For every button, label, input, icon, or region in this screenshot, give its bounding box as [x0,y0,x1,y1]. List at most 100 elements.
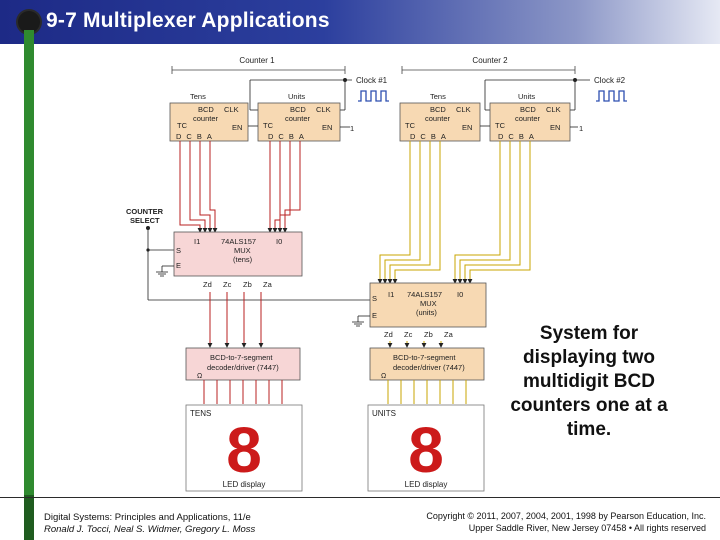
svg-text:TENS: TENS [190,409,211,418]
svg-text:BCD: BCD [430,105,446,114]
clock2-label: Clock #2 [594,76,626,85]
svg-text:Zd: Zd [203,280,212,289]
svg-text:CLK: CLK [224,105,239,114]
en-high-1: 1 [350,124,354,133]
svg-text:EN: EN [322,123,332,132]
decoder-tens: BCD-to-7-segment decoder/driver (7447) Ω [185,347,301,381]
mux-tens: I1 74ALS157 I0 MUX (tens) S E [173,231,303,277]
svg-text:MUX: MUX [420,299,437,308]
svg-text:(tens): (tens) [233,255,253,264]
svg-text:74ALS157: 74ALS157 [221,237,256,246]
svg-text:DCBA: DCBA [410,132,451,141]
svg-text:Ω: Ω [381,373,386,380]
footer-copyright: Copyright © 2011, 2007, 2004, 2001, 1998… [426,510,706,534]
svg-text:I1: I1 [388,290,394,299]
svg-text:Units: Units [518,92,535,101]
decoder-units-segment-lines [387,380,467,404]
counter-select-label-2: SELECT [130,216,160,225]
svg-text:BCD: BCD [520,105,536,114]
tc-en-cascade [248,125,578,128]
clock1-wire [249,79,352,111]
svg-text:DCBA: DCBA [176,132,217,141]
svg-text:8: 8 [408,414,444,486]
svg-text:Ω: Ω [197,373,202,380]
mux-units-output-bus [387,341,444,348]
footer-divider [0,497,720,498]
clock2-waveform [596,90,627,102]
svg-text:CLK: CLK [456,105,471,114]
svg-text:counter: counter [425,114,451,123]
svg-text:Zc: Zc [404,330,413,339]
svg-text:BCD: BCD [198,105,214,114]
svg-text:DCBA: DCBA [268,132,309,141]
svg-text:TC: TC [405,121,416,130]
counter-tens-1: Tens BCD counter CLK TC EN DCBA [169,92,249,142]
counter2-bracket [401,66,576,74]
footer-citation: Digital Systems: Principles and Applicat… [44,512,255,536]
counter-select-label-1: COUNTER [126,207,164,216]
counter-tens-2: Tens BCD counter CLK TC EN DCBA [399,92,481,142]
svg-text:LED display: LED display [223,480,266,489]
svg-text:decoder/driver (7447): decoder/driver (7447) [207,363,279,372]
svg-text:DCBA: DCBA [498,132,539,141]
svg-text:LED display: LED display [405,480,448,489]
svg-text:Zc: Zc [223,280,232,289]
decoder-units: BCD-to-7-segment decoder/driver (7447) Ω [369,347,485,381]
svg-text:MUX: MUX [234,246,251,255]
svg-text:TC: TC [177,121,188,130]
svg-text:CLK: CLK [316,105,331,114]
svg-text:Zb: Zb [424,330,433,339]
footer-copyright-line: Copyright © 2011, 2007, 2004, 2001, 1998… [426,511,706,521]
svg-text:counter: counter [193,114,219,123]
svg-text:8: 8 [226,414,262,486]
svg-text:TC: TC [263,121,274,130]
svg-text:Units: Units [288,92,305,101]
title-bar [0,0,720,44]
counter2-label: Counter 2 [472,56,508,65]
svg-text:UNITS: UNITS [372,409,396,418]
clock1-waveform [358,90,389,102]
counter-select-junction-2 [146,248,150,252]
svg-text:S: S [176,246,181,255]
footer-publisher-line: Upper Saddle River, New Jersey 07458 • A… [468,523,706,533]
svg-text:Zb: Zb [243,280,252,289]
counter1-label: Counter 1 [239,56,275,65]
svg-text:BCD: BCD [290,105,306,114]
svg-text:CLK: CLK [546,105,561,114]
svg-text:counter: counter [285,114,311,123]
left-accent-bar [24,30,34,540]
svg-text:decoder/driver (7447): decoder/driver (7447) [393,363,465,372]
display-units: UNITS 8 LED display [367,404,485,492]
svg-text:Zd: Zd [384,330,393,339]
svg-text:74ALS157: 74ALS157 [407,290,442,299]
mux-tens-output-labels: Zd Zc Zb Za [203,280,273,289]
en-high-2: 1 [579,124,583,133]
clock1-junction [343,78,347,82]
counter-units-1: Units BCD counter CLK TC EN DCBA [257,92,341,142]
svg-text:I0: I0 [276,237,282,246]
svg-text:I1: I1 [194,237,200,246]
svg-text:BCD-to-7-segment: BCD-to-7-segment [393,353,456,362]
svg-text:Za: Za [444,330,454,339]
display-tens: TENS 8 LED display [185,404,303,492]
svg-text:E: E [176,261,181,270]
figure-caption: System for displaying two multidigit BCD… [510,323,668,440]
svg-text:EN: EN [232,123,242,132]
mux-units: I1 74ALS157 I0 MUX (units) S E [369,282,487,328]
svg-text:TC: TC [495,121,506,130]
svg-text:S: S [372,294,377,303]
mux-units-output-labels: Zd Zc Zb Za [384,330,454,339]
mux-tens-output-bus [207,292,264,348]
clock1-label: Clock #1 [356,76,388,85]
clock2-wire [484,79,590,111]
svg-text:I0: I0 [457,290,463,299]
mux-tens-enable-ground [156,265,174,277]
counter1-bus [179,141,301,233]
clock2-junction [573,78,577,82]
slide-title: 9-7 Multiplexer Applications [46,9,330,32]
title-bullet [18,11,40,33]
counter1-bracket [171,66,346,74]
svg-text:(units): (units) [416,308,437,317]
counter-select-junction [146,226,150,230]
counter-select-wire [147,228,372,301]
